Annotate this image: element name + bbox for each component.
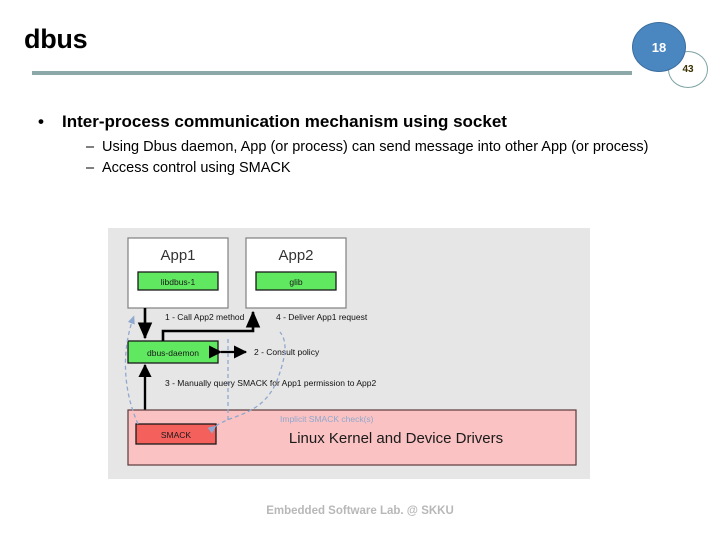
smack-module-box [135, 423, 217, 445]
step1-label: 1 - Call App2 method [165, 312, 245, 322]
app2-library-label: glib [289, 277, 303, 287]
smack-module-label: SMACK [161, 430, 192, 440]
title-divider [32, 71, 632, 75]
implicit-check-curve-right [207, 331, 286, 434]
footer-credit: Embedded Software Lab. @ SKKU [266, 505, 454, 517]
sub-bullet-text: Using Dbus daemon, App (or process) can … [102, 139, 649, 156]
slide-number-badge: 18 [632, 22, 686, 72]
kernel-band-label: Linux Kernel and Device Drivers [289, 430, 503, 447]
sub-bullet-item: – Using Dbus daemon, App (or process) ca… [86, 138, 696, 157]
step4-label: 4 - Deliver App1 request [276, 312, 368, 322]
dbus-architecture-diagram: App1 libdbus-1 App2 glib 1 - Call App2 m… [108, 228, 590, 479]
bullet-marker-icon: • [38, 112, 44, 131]
bullet-level1: • Inter-process communication mechanism … [36, 112, 696, 132]
step2-label: 2 - Consult policy [254, 347, 320, 357]
implicit-check-annotation: Implicit SMACK check(s) [280, 414, 374, 424]
app2-title: App2 [278, 247, 313, 264]
bullet-level1-text: Inter-process communication mechanism us… [62, 112, 507, 131]
sub-bullet-item: – Access control using SMACK [86, 159, 696, 178]
arrow-deliver-app1-request [161, 310, 261, 341]
app1-title: App1 [160, 247, 195, 264]
app1-library-label: libdbus-1 [161, 277, 196, 287]
app2-library-box [255, 271, 337, 291]
app1-library-box [137, 271, 219, 291]
step3-label: 3 - Manually query SMACK for App1 permis… [165, 378, 376, 388]
dash-marker-icon: – [86, 139, 95, 156]
sub-bullet-list: – Using Dbus daemon, App (or process) ca… [36, 138, 696, 177]
bullet-list: • Inter-process communication mechanism … [36, 112, 696, 179]
sub-bullet-text: Access control using SMACK [102, 159, 291, 176]
dbus-daemon-label: dbus-daemon [147, 348, 199, 358]
dash-marker-icon: – [86, 159, 95, 176]
kernel-band [127, 409, 577, 466]
implicit-check-curve-left [124, 315, 139, 425]
page-title: dbus [24, 24, 88, 54]
